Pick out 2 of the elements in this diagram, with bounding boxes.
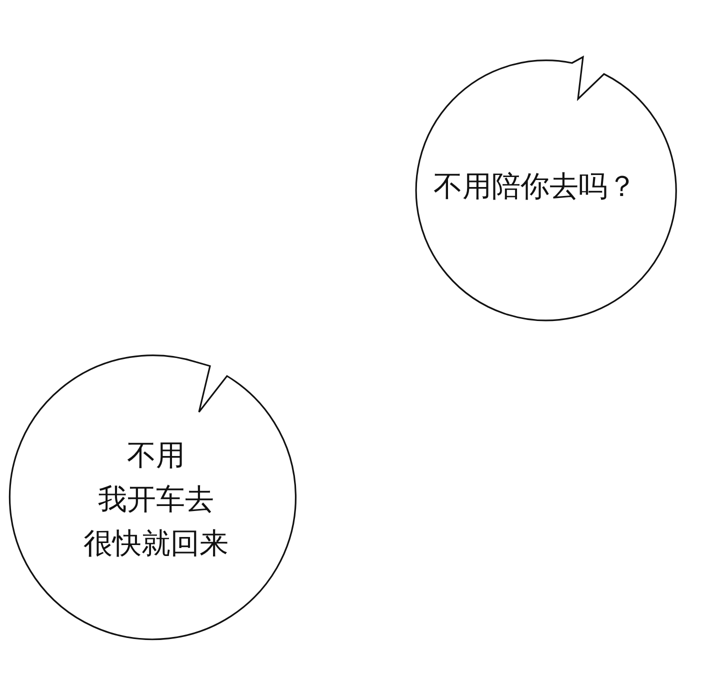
bubble-text: 不用我开车去很快就回来 — [82, 437, 230, 562]
bubble-text: 不用陪你去吗？ — [432, 168, 638, 205]
